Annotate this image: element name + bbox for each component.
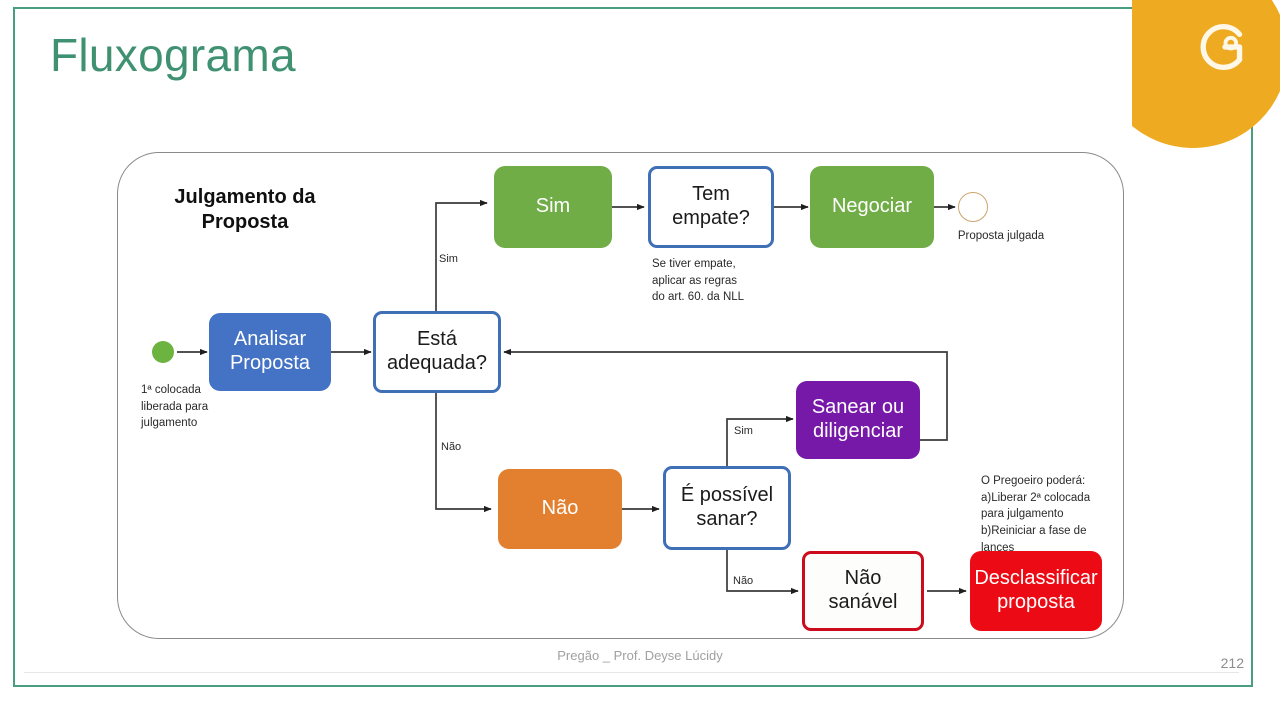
edge-label-sanar-nao: Não [733,575,754,587]
node-esta-adequada[interactable]: Está adequada? [373,311,501,393]
node-label: Não sanável [828,567,898,613]
node-label: Sim [535,195,571,218]
node-label: É possível sanar? [680,484,774,530]
node-sim[interactable]: Sim [494,166,612,248]
node-label: Tem empate? [672,183,750,229]
node-desclassificar-proposta[interactable]: Desclassificar proposta [970,551,1102,631]
page-title: Fluxograma [50,29,296,81]
note-pregoeiro: O Pregoeiro poderá: a)Liberar 2ª colocad… [981,475,1091,554]
node-label: Sanear ou diligenciar [811,396,905,442]
brand-disc [1132,0,1280,148]
end-node-circle [958,192,988,222]
node-label: Desclassificar proposta [974,567,1098,613]
node-label: Não [541,497,579,520]
node-nao[interactable]: Não [498,469,622,549]
footer-credit: Pregão _ Prof. Deyse Lúcidy [557,648,723,663]
page-number: 212 [1220,655,1244,671]
node-label: Negociar [831,195,913,218]
node-sanear-ou-diligenciar[interactable]: Sanear ou diligenciar [796,381,920,459]
node-label: Analisar Proposta [229,328,311,374]
edge-label-adequada-sim: Sim [439,253,458,265]
node-tem-empate[interactable]: Tem empate? [648,166,774,248]
g-monogram-logo [1200,24,1243,70]
note-empate: Se tiver empate, aplicar as regras do ar… [652,258,745,304]
node-e-possivel-sanar[interactable]: É possível sanar? [663,466,791,550]
edge-label-sanar-sim: Sim [734,425,753,437]
node-negociar[interactable]: Negociar [810,166,934,248]
edge-label-adequada-nao: Não [441,441,462,453]
footer-divider [24,672,1239,673]
node-analisar-proposta[interactable]: Analisar Proposta [209,313,331,391]
start-node-dot [152,341,174,363]
brand-corner [1132,0,1280,148]
end-caption: Proposta julgada [957,230,1045,242]
node-label: Está adequada? [386,328,488,374]
diagram-heading: Julgamento da Proposta [174,186,316,233]
diagram-frame [117,152,1124,639]
node-nao-sanavel[interactable]: Não sanável [802,551,924,631]
start-caption: 1ª colocada liberada para julgamento [141,384,209,430]
